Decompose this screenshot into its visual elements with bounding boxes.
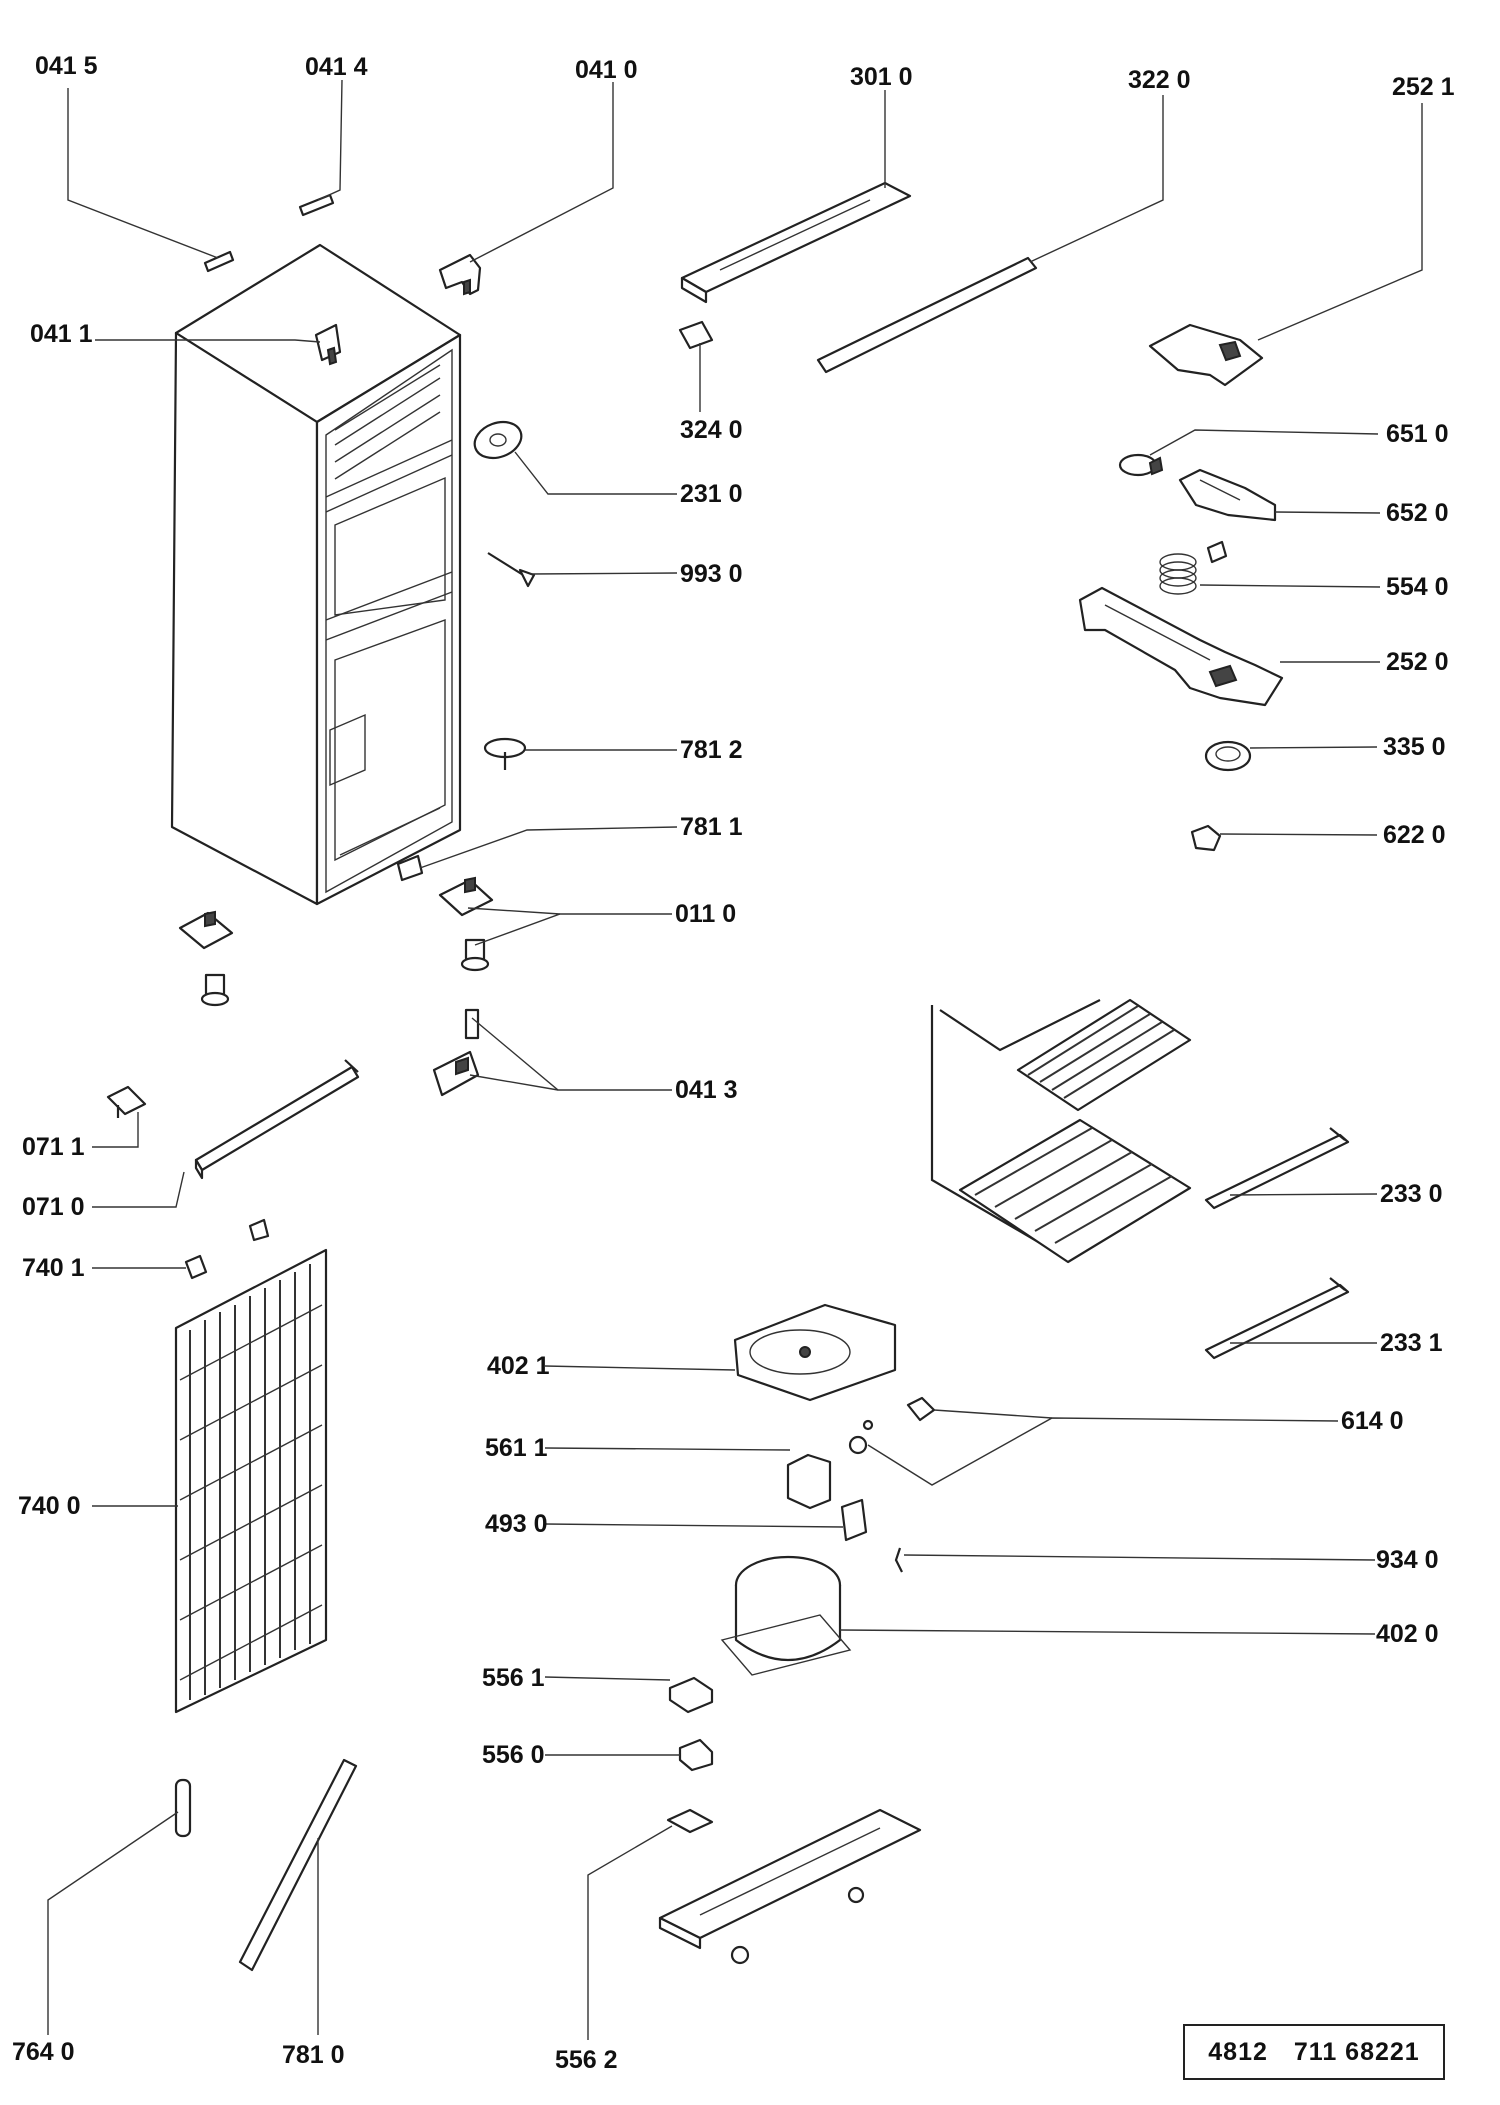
label-6520: 652 0 (1386, 499, 1449, 527)
label-3010: 301 0 (850, 63, 913, 91)
label-5561: 556 1 (482, 1664, 545, 1692)
part-5560-overload (678, 1738, 714, 1772)
label-0415: 041 5 (35, 52, 98, 80)
label-3350: 335 0 (1383, 733, 1446, 761)
part-4021-drip-tray (733, 1303, 897, 1402)
label-7401: 740 1 (22, 1254, 85, 1282)
label-7812: 781 2 (680, 736, 743, 764)
part-6520-lamp-holder (1178, 468, 1277, 522)
label-3240: 324 0 (680, 416, 743, 444)
part-0414-clip (298, 193, 335, 217)
part-labels: 041 5 041 4 041 0 301 0 322 0 252 1 041 … (12, 52, 1455, 2074)
part-9930-probe (487, 552, 536, 588)
label-2520: 252 0 (1386, 648, 1449, 676)
part-7811-pin (396, 854, 424, 882)
part-7400-condenser (174, 1248, 328, 1714)
part-3220-strip (816, 256, 1038, 374)
label-7811: 781 1 (680, 813, 743, 841)
label-0710: 071 0 (22, 1193, 85, 1221)
part-3240-clip (678, 320, 714, 350)
label-5560: 556 0 (482, 1741, 545, 1769)
part-0413-lower-hinge (432, 1008, 480, 1097)
label-2330: 233 0 (1380, 1180, 1443, 1208)
label-0410: 041 0 (575, 56, 638, 84)
label-6220: 622 0 (1383, 821, 1446, 849)
part-6220-switch (1190, 824, 1222, 852)
part-2310-plate (473, 420, 523, 460)
label-9930: 993 0 (680, 560, 743, 588)
part-5540-spring (1159, 540, 1228, 595)
evaporator-assembly (930, 998, 1192, 1264)
part-0411-hinge (314, 323, 342, 366)
label-4020: 402 0 (1376, 1620, 1439, 1648)
part-2520-thermostat-housing (1078, 586, 1284, 707)
part-0410-top-hinge (438, 253, 482, 296)
label-0413: 041 3 (675, 1076, 738, 1104)
label-0110: 011 0 (675, 900, 736, 928)
refrigerator-cabinet (170, 243, 462, 906)
label-6510: 651 0 (1386, 420, 1449, 448)
label-0411: 041 1 (30, 320, 93, 348)
part-2331-shelf-rail (1204, 1277, 1350, 1360)
part-0710-rail (194, 1059, 360, 1180)
label-0414: 041 4 (305, 53, 368, 81)
label-4021: 402 1 (487, 1352, 550, 1380)
part-3010-handle-bar (680, 181, 912, 304)
part-6140-connector (848, 1396, 936, 1455)
label-2521: 252 1 (1392, 73, 1455, 101)
part-7810-support-bar (238, 1758, 358, 1972)
label-3220: 322 0 (1128, 66, 1191, 94)
reference-number: 711 68221 (1293, 2037, 1420, 2066)
part-2521-thermostat-cover (1148, 323, 1264, 387)
part-9340-wire-clip (894, 1547, 903, 1573)
part-compressor-baseplate (658, 1808, 922, 1965)
part-0415-clip (203, 250, 235, 273)
leader-lines (47, 79, 1423, 2040)
label-7810: 781 0 (282, 2041, 345, 2069)
label-6140: 614 0 (1341, 1407, 1404, 1435)
reference-prefix: 4812 (1208, 2037, 1268, 2066)
part-7640-filter-drier (174, 1778, 192, 1838)
evaporator-lower-coils (958, 1118, 1192, 1264)
label-2310: 231 0 (680, 480, 743, 508)
reference-number-box: 4812 711 68221 (1183, 2024, 1445, 2080)
part-7401-clip (184, 1218, 270, 1280)
label-0711: 071 1 (22, 1133, 85, 1161)
part-4930-capacitor (840, 1498, 868, 1542)
label-2331: 233 1 (1380, 1329, 1443, 1357)
part-4020-compressor (720, 1555, 852, 1676)
label-5611: 561 1 (485, 1434, 548, 1462)
part-0711-bracket (106, 1085, 147, 1118)
part-5562-cover-plate (666, 1808, 714, 1834)
part-6510-lamp (1118, 453, 1164, 477)
label-9340: 934 0 (1376, 1546, 1439, 1574)
label-4930: 493 0 (485, 1510, 548, 1538)
part-5611-relay (786, 1453, 832, 1510)
label-7400: 740 0 (18, 1492, 81, 1520)
part-0110-leveling-feet (178, 876, 494, 1007)
label-5562: 556 2 (555, 2046, 618, 2074)
part-3350-knob (1204, 740, 1252, 772)
part-2330-shelf-rail (1204, 1127, 1350, 1210)
part-7812-foot (483, 737, 527, 770)
label-5540: 554 0 (1386, 573, 1449, 601)
evaporator-upper-coils (1016, 998, 1192, 1112)
label-7640: 764 0 (12, 2038, 75, 2066)
part-5561-relay-cover (668, 1676, 714, 1714)
